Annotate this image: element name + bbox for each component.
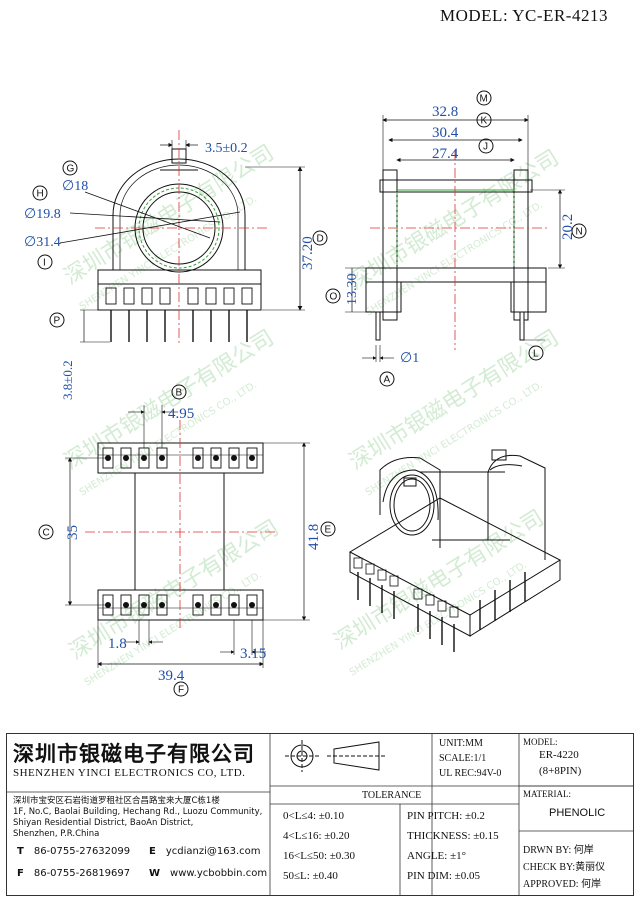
model-label: MODEL: [523,737,558,747]
tolerance-row-4: 50≤L: ±0.40 [283,870,338,882]
tolerance-row-1: 0<L≤4: ±0.10 [283,810,345,822]
side-view-labels: 32.8 30.4 27.4 20.2 13.30 ∅1 [345,104,576,366]
thickness: THICKNESS: ±0.15 [407,830,499,842]
svg-text:H: H [37,189,44,200]
material-label: MATERIAL: [523,789,571,799]
title-block-grid [7,734,633,895]
svg-text:P: P [54,316,61,327]
svg-text:D: D [317,234,324,245]
svg-text:I: I [43,258,46,269]
side-view-markers: M K J N O A L [325,90,587,387]
bottom-view [65,405,310,668]
svg-text:深圳市银磁电子有限公司: 深圳市银磁电子有限公司 [60,141,278,290]
svg-text:L: L [533,349,539,360]
svg-text:A: A [384,375,391,386]
svg-text:37.20: 37.20 [300,236,316,270]
svg-text:J: J [483,142,488,153]
svg-text:K: K [481,116,488,127]
drawn-by: DRWN BY: 何岸 [523,845,594,856]
tolerance-row-2: 4<L≤16: ±0.20 [283,830,350,842]
svg-text:N: N [576,227,583,238]
technical-drawing: 深圳市银磁电子有限公司 SHENZHEN YINCI ELECTRONICS C… [24,90,587,697]
svg-text:41.8: 41.8 [306,524,322,550]
company-name-cn: 深圳市银磁电子有限公司 [13,742,255,766]
svg-text:1.8: 1.8 [108,636,127,652]
svg-text:深圳市银磁电子有限公司: 深圳市银磁电子有限公司 [330,506,548,655]
ul-label: UL REC:94V-0 [439,768,502,779]
side-view [345,115,565,362]
approved-by: APPROVED: 何岸 [523,879,602,890]
checked-by: CHECK BY:黄丽仪 [523,862,606,873]
svg-text:13.30: 13.30 [345,274,360,306]
svg-text:F: F [178,685,184,696]
unit-label: UNIT:MM [439,738,483,749]
svg-text:27.4: 27.4 [432,146,459,162]
svg-text:O: O [330,292,338,303]
svg-text:30.4: 30.4 [432,125,459,141]
svg-text:∅1: ∅1 [400,351,419,366]
svg-text:E: E [325,525,332,536]
svg-text:3.5±0.2: 3.5±0.2 [205,141,248,156]
svg-text:∅31.4: ∅31.4 [24,235,61,250]
tolerance-label: TOLERANCE [362,790,422,801]
address: 深圳市宝安区石岩街道罗租社区合昌路宝来大厦C栋1楼 1F, No.C, Baol… [13,796,263,839]
isometric-view [348,449,562,652]
angle: ANGLE: ±1° [407,850,467,862]
bottom-view-markers: B C E F [38,384,336,697]
svg-text:3.8±0.2: 3.8±0.2 [60,360,75,400]
material-value: PHENOLIC [549,807,606,819]
model-value: ER-4220 [539,749,579,761]
svg-text:M: M [480,94,488,105]
svg-text:深圳市银磁电子有限公司: 深圳市银磁电子有限公司 [345,146,563,295]
front-view-labels: 3.5±0.2 ∅18 ∅19.8 ∅31.4 37.20 3.8±0.2 [24,141,316,400]
pin-count: (8+8PIN) [539,765,582,777]
svg-text:G: G [67,164,75,175]
scale-label: SCALE:1/1 [439,753,487,764]
svg-text:35: 35 [65,525,81,540]
svg-text:B: B [176,388,183,399]
svg-text:深圳市银磁电子有限公司: 深圳市银磁电子有限公司 [60,326,278,475]
front-view [59,130,305,345]
tolerance-row-3: 16<L≤50: ±0.30 [283,850,356,862]
svg-text:32.8: 32.8 [432,104,458,120]
pin-dim: PIN DIM: ±0.05 [407,870,480,882]
svg-text:4.95: 4.95 [168,406,194,422]
svg-text:3.15: 3.15 [240,646,266,662]
svg-text:C: C [43,528,50,539]
svg-text:39.4: 39.4 [158,668,185,684]
company-name-en: SHENZHEN YINCI ELECTRONICS CO, LTD. [13,767,246,779]
bottom-view-labels: 4.95 35 41.8 1.8 3.15 39.4 [65,406,322,684]
projection-symbol-icon [285,740,385,772]
pin-pitch: PIN PITCH: ±0.2 [407,810,485,822]
svg-text:∅19.8: ∅19.8 [24,207,61,222]
model-title: MODEL: YC-ER-4213 [440,6,608,25]
front-view-markers: G H I D P [32,160,328,328]
title-block: 深圳市银磁电子有限公司 SHENZHEN YINCI ELECTRONICS C… [6,733,634,896]
svg-text:∅18: ∅18 [62,179,88,194]
